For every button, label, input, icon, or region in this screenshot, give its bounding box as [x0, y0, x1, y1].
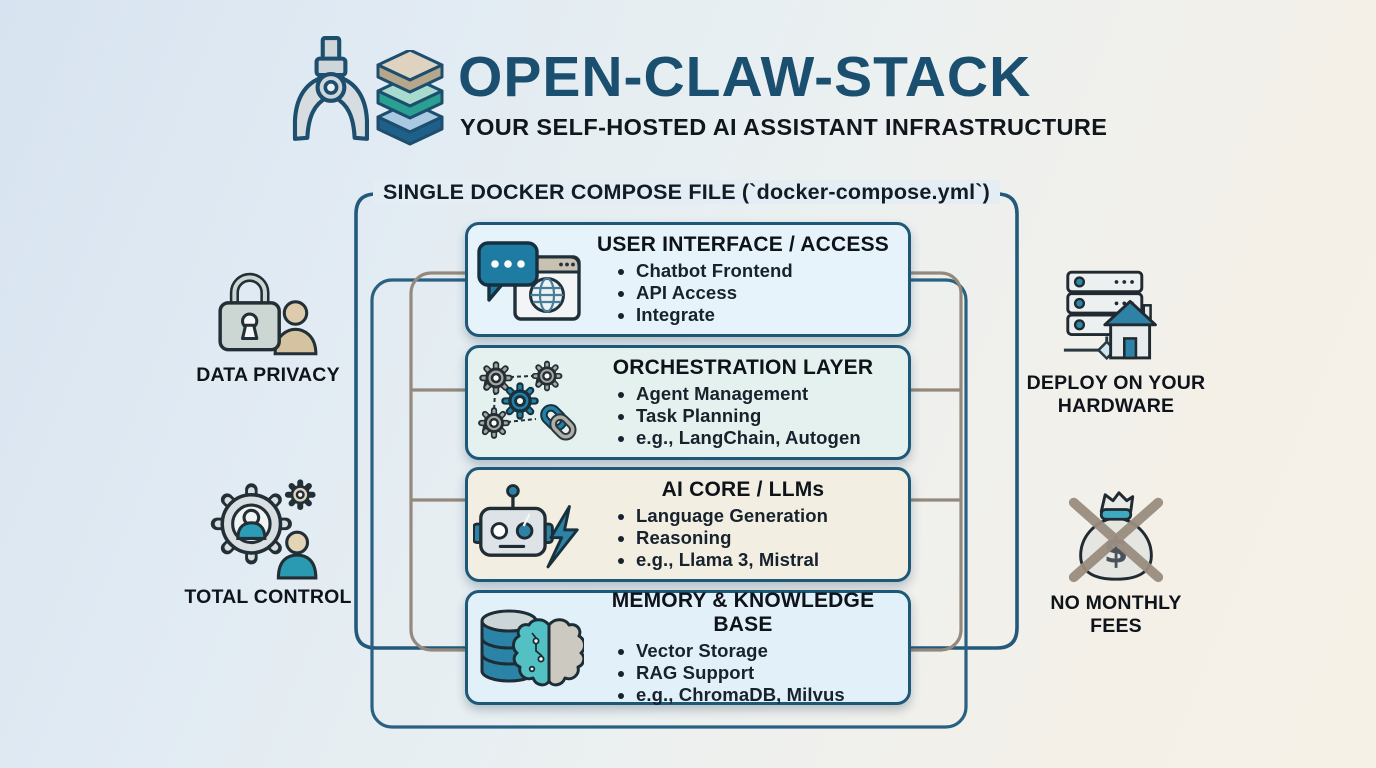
- feature-no-monthly-fees: $ NO MONTHLY FEES: [1028, 486, 1204, 638]
- bullet-item: Vector Storage: [636, 640, 896, 662]
- money-bag-crossed-icon: $: [1068, 491, 1164, 583]
- feature-data-privacy: DATA PRIVACY: [168, 266, 368, 387]
- stack-box-ai-core: AI CORE / LLMs Language Generation Reaso…: [465, 467, 911, 582]
- feature-label: TOTAL CONTROL: [184, 586, 352, 608]
- database-brain-icon: [468, 603, 590, 693]
- stack-layers-icon: [376, 50, 444, 146]
- feature-label: DEPLOY ON YOUR HARDWARE: [1026, 372, 1206, 417]
- box-bullet-list: Vector Storage RAG Support e.g., ChromaD…: [590, 640, 896, 706]
- box-bullet-list: Language Generation Reasoning e.g., Llam…: [590, 505, 896, 571]
- bullet-item: Agent Management: [636, 383, 896, 405]
- bullet-item: Reasoning: [636, 527, 896, 549]
- box-title: AI CORE / LLMs: [661, 478, 825, 501]
- bullet-item: Chatbot Frontend: [636, 260, 896, 282]
- box-title: MEMORY & KNOWLEDGE BASE: [611, 589, 875, 636]
- lock-person-icon: [218, 272, 318, 356]
- bullet-item: e.g., ChromaDB, Milvus: [636, 684, 896, 706]
- stack-box-user-interface: USER INTERFACE / ACCESS Chatbot Frontend…: [465, 222, 911, 337]
- stack-box-orchestration: ORCHESTRATION LAYER Agent Management Tas…: [465, 345, 911, 460]
- bullet-item: API Access: [636, 282, 896, 304]
- box-bullet-list: Chatbot Frontend API Access Integrate: [590, 260, 896, 326]
- compose-frame-label: SINGLE DOCKER COMPOSE FILE (`docker-comp…: [356, 180, 1017, 205]
- page-title: OPEN-CLAW-STACK: [458, 45, 1032, 109]
- gears-chain-icon: [468, 359, 590, 447]
- feature-deploy-hardware: DEPLOY ON YOUR HARDWARE: [1016, 268, 1216, 418]
- feature-total-control: TOTAL CONTROL: [162, 476, 374, 609]
- box-bullet-list: Agent Management Task Planning e.g., Lan…: [590, 383, 896, 449]
- bullet-item: RAG Support: [636, 662, 896, 684]
- page-subtitle: YOUR SELF-HOSTED AI ASSISTANT INFRASTRUC…: [460, 114, 1108, 140]
- gear-person-icon: [210, 479, 318, 580]
- bullet-item: Integrate: [636, 304, 896, 326]
- bullet-item: e.g., LangChain, Autogen: [636, 427, 896, 449]
- feature-label: DATA PRIVACY: [196, 364, 340, 386]
- server-house-icon: [1063, 270, 1157, 361]
- chat-browser-icon: [468, 237, 590, 322]
- bullet-item: e.g., Llama 3, Mistral: [636, 549, 896, 571]
- claw-icon: [292, 36, 370, 141]
- feature-label: NO MONTHLY FEES: [1050, 592, 1182, 637]
- bullet-item: Language Generation: [636, 505, 896, 527]
- stack-box-memory: MEMORY & KNOWLEDGE BASE Vector Storage R…: [465, 589, 911, 706]
- robot-bolt-icon: [468, 480, 590, 570]
- box-title: USER INTERFACE / ACCESS: [596, 233, 890, 256]
- box-title: ORCHESTRATION LAYER: [612, 356, 874, 379]
- bullet-item: Task Planning: [636, 405, 896, 427]
